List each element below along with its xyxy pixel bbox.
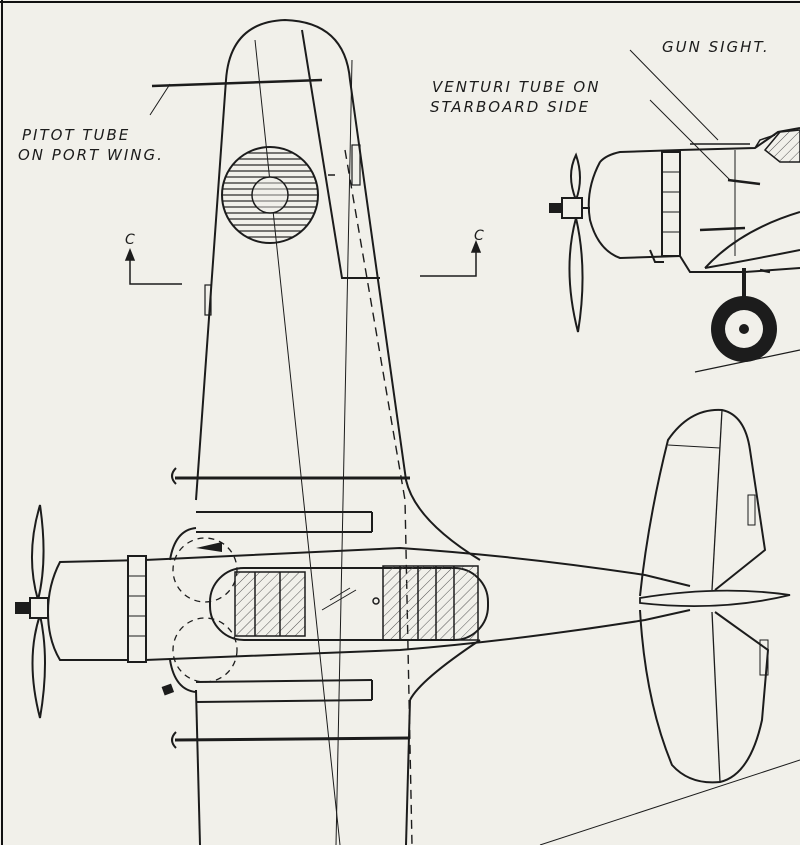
pitot-label-line2: ON PORT WING. bbox=[18, 146, 164, 164]
side-view bbox=[587, 49, 800, 373]
landing-gear-wheel bbox=[711, 296, 777, 362]
section-label-left: C bbox=[125, 232, 137, 248]
propeller-side bbox=[549, 152, 590, 333]
canopy bbox=[209, 565, 489, 641]
port-wing bbox=[195, 18, 481, 845]
pitot-label-line1: PITOT TUBE bbox=[22, 126, 130, 144]
pitot-tube bbox=[149, 78, 323, 116]
venturi-label-line1: VENTURI TUBE ON bbox=[432, 78, 600, 96]
marker-flag bbox=[196, 542, 222, 552]
venturi-label-line2: STARBOARD SIDE bbox=[430, 98, 590, 116]
marker-box bbox=[161, 683, 175, 696]
section-marker-right bbox=[420, 239, 482, 277]
propeller-plan bbox=[15, 504, 49, 719]
roundel-marking bbox=[221, 146, 319, 244]
fuselage-plan bbox=[46, 467, 691, 749]
gun-sight-label: GUN SIGHT. bbox=[662, 38, 770, 56]
section-label-right: C bbox=[474, 228, 486, 244]
tail-plan bbox=[639, 408, 791, 784]
section-marker-left bbox=[124, 247, 182, 285]
guide-line bbox=[539, 759, 800, 845]
